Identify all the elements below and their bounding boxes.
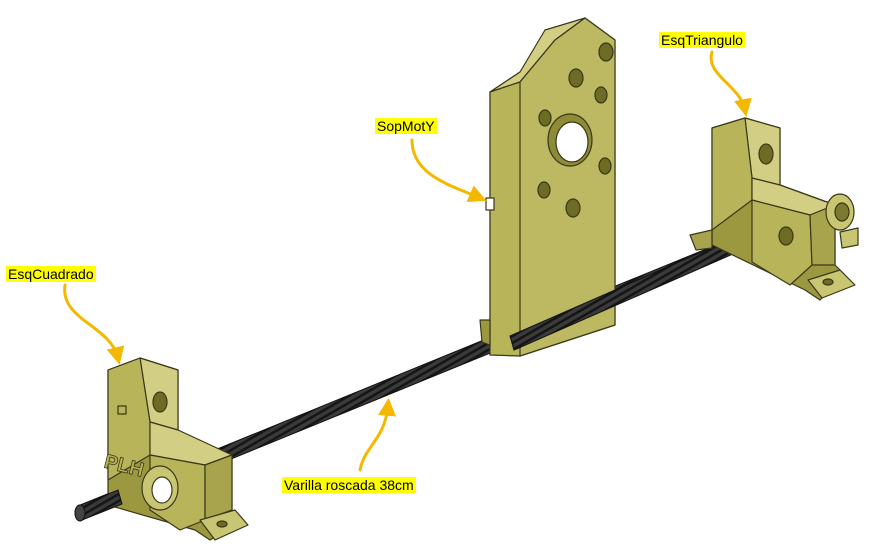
arrow-esq-cuadrado (63, 283, 125, 365)
label-varilla: Varilla roscada 38cm (282, 477, 416, 493)
arrow-esq-triangulo (709, 50, 752, 118)
label-esq-cuadrado: EsqCuadrado (6, 266, 96, 282)
label-sop-mot-y: SopMotY (375, 118, 437, 134)
leader-arrows (63, 50, 752, 472)
esq-cuadrado-part (107, 357, 249, 541)
sop-mot-y-part (479, 17, 616, 357)
arrow-varilla (358, 397, 397, 472)
label-esq-triangulo: EsqTriangulo (659, 32, 745, 48)
arrow-sop-mot-y (410, 138, 487, 202)
esq-triangulo-part (689, 117, 859, 301)
